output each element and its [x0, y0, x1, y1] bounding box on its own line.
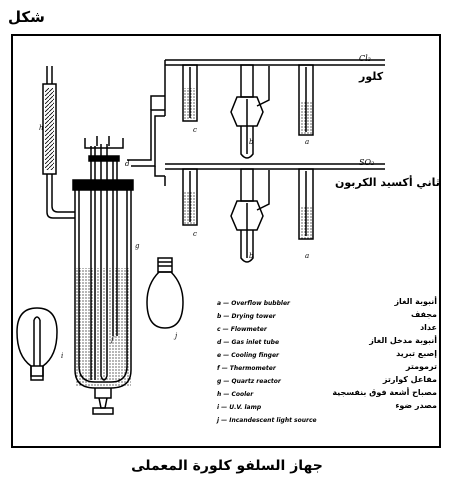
- legend-en-item: g — Quartz reactor: [217, 378, 281, 385]
- legend-ar-item: ترمومتر: [405, 362, 437, 371]
- top-bubbler: [298, 64, 314, 136]
- bottom-bubbler: [298, 168, 314, 240]
- letter-bottom-c: c: [193, 230, 197, 238]
- legend-ar-item: مصباح أشعة فوق بنفسجية: [332, 388, 437, 397]
- diagram-frame: Cl₂ كلور SO₂ ثاني أكسيد الكربون h g d f …: [11, 34, 441, 448]
- letter-j: j: [175, 332, 178, 340]
- legend-en-item: d — Gas inlet tube: [217, 339, 280, 346]
- legend-arabic: أنبوبة الغاز مجفف عداد أنبوبة مدخل الغاز…: [332, 295, 437, 412]
- letter-d: d: [125, 160, 130, 168]
- letter-g: g: [135, 242, 140, 250]
- legend-en-item: h — Cooler: [217, 391, 254, 398]
- uv-lamp: [16, 307, 58, 381]
- gas-label-bottom: ثاني أكسيد الكربون: [335, 176, 440, 189]
- legend-ar-item: مجفف: [410, 310, 437, 319]
- figure-label: شكل: [8, 8, 45, 26]
- legend-en-item: c — Flowmeter: [217, 326, 267, 333]
- letter-top-b: b: [249, 138, 254, 146]
- gas-symbol-top: Cl₂: [359, 54, 371, 63]
- bottom-drying-tower: [230, 168, 270, 263]
- incandescent-bulb: [146, 257, 184, 329]
- top-drying-tower: [230, 64, 270, 159]
- legend-english: a — Overflow bubbler b — Drying tower c …: [217, 297, 337, 427]
- legend-en-item: e — Cooling finger: [217, 352, 279, 359]
- legend-ar-item: أنبوبة الغاز: [394, 297, 437, 306]
- reactor-g: [72, 136, 134, 415]
- apparatus-diagram: [16, 59, 385, 415]
- legend-ar-item: مصدر ضوء: [395, 401, 437, 410]
- legend-en-item: f — Thermometer: [217, 365, 276, 372]
- gas-label-top: كلور: [359, 70, 384, 83]
- legend-en-item: a — Overflow bubbler: [217, 300, 290, 307]
- legend-ar-item: عداد: [420, 323, 437, 332]
- letter-h: h: [39, 124, 44, 132]
- legend-en-item: b — Drying tower: [217, 313, 276, 320]
- letter-top-c: c: [193, 126, 197, 134]
- condenser-h: [42, 66, 75, 219]
- letter-i: i: [61, 352, 64, 360]
- top-flowmeter: [164, 59, 385, 122]
- outlet-manifold: [127, 95, 165, 177]
- legend-ar-item: أنبوبة مدخل الغاز: [369, 336, 437, 345]
- gas-symbol-bottom: SO₂: [359, 158, 375, 167]
- letter-f: f: [111, 336, 114, 344]
- legend-en-item: i — U.V. lamp: [217, 404, 262, 411]
- letter-top-a: a: [305, 138, 310, 146]
- legend-ar-item: مفاعل كوارتز: [382, 375, 437, 384]
- bottom-flowmeter: [165, 163, 385, 226]
- letter-bottom-a: a: [305, 252, 310, 260]
- figure-caption: جهاز السلفو كلورة المعملى: [131, 458, 323, 474]
- legend-ar-item: إصبع تبريد: [396, 349, 437, 358]
- legend-en-item: j — Incandescent light source: [217, 417, 317, 424]
- letter-bottom-b: b: [249, 252, 254, 260]
